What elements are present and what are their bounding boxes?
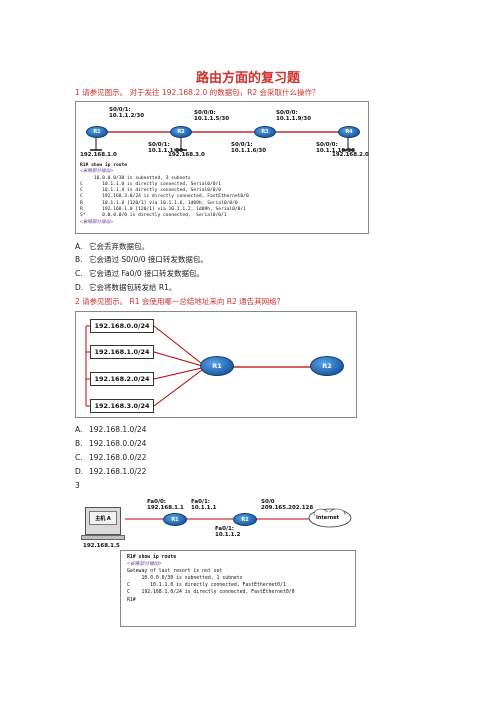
- q1-lan-label: 192.168.1.0: [80, 152, 117, 158]
- q3-topology-lines: [125, 518, 311, 520]
- q2-router-r1: R1: [200, 356, 234, 376]
- terminal-line: <省略部分输出>: [80, 169, 114, 175]
- page-title: 路由方面的复习题: [195, 71, 300, 86]
- q1-link-label: S0/0/1:10.1.1.2/30: [109, 107, 145, 119]
- q1-link-label: S0/0/1:10.1.1.6/30: [231, 142, 267, 154]
- q2-network-box: 192.168.1.0/24: [90, 345, 154, 359]
- internet-label: Internet: [316, 515, 340, 521]
- host-a-label: 主机 A: [89, 511, 117, 525]
- terminal-line: R1# show ip route: [80, 163, 128, 168]
- q3-router-r1: R1: [163, 513, 187, 526]
- question-2-figure: 192.168.0.0/24 192.168.1.0/24 192.168.2.…: [75, 311, 357, 418]
- question-1-text: 1 请参见图示。 对于发往 192.168.2.0 的数据包，R2 会采取什么操…: [75, 88, 320, 97]
- question-3-figure: 主机 A 192.168.1.5 R1 R2 Fa0/0:192.168.1.1…: [75, 495, 365, 640]
- host-ip-label: 192.168.1.5: [83, 543, 120, 549]
- cloud-icon: [308, 508, 352, 528]
- q1-terminal-output: R1# show ip route<省略部分输出> 10.0.0.0/30 is…: [80, 163, 249, 226]
- terminal-line: C 10.1.1.0 is directly connected, FastEt…: [127, 583, 286, 589]
- q3-terminal-panel: R1# show ip route <省略部分输出>Gateway of last…: [120, 550, 356, 627]
- q3-terminal-output: R1# show ip route <省略部分输出>Gateway of last…: [127, 554, 295, 604]
- keyboard-icon: [81, 535, 125, 540]
- terminal-line: <省略部分输出>: [80, 219, 114, 225]
- q2-network-box: 192.168.3.0/24: [90, 399, 154, 413]
- q2-network-box: 192.168.0.0/24: [90, 319, 154, 333]
- q2-option-d: D.192.168.1.0/22: [75, 467, 147, 476]
- q3-label-r2-fa: Fa0/1:10.1.1.1: [191, 499, 217, 511]
- q2-option-b: B.192.168.0.0/24: [75, 439, 147, 448]
- terminal-line: R 10.1.1.8 [120/1] via 10.1.1.6, 1d09h, …: [80, 200, 238, 206]
- q1-link-label: S0/0/0:10.1.1.9/30: [276, 110, 312, 122]
- terminal-line: 10.0.0.0/30 is subnetted, 1 subnets: [127, 576, 243, 582]
- terminal-line: C 192.168.1.0/24 is directly connected, …: [127, 590, 295, 596]
- q2-option-a: A.192.168.1.0/24: [75, 425, 147, 434]
- q1-option-c: C.它会通过 Fa0/0 接口转发数据包。: [75, 269, 205, 278]
- q1-link-label: S0/0/1:10.1.1.1/30: [148, 142, 184, 154]
- terminal-line: C 192.168.3.0/24 is directly connected, …: [80, 194, 249, 200]
- q1-router-r3: R3: [254, 126, 276, 138]
- computer-icon: 主机 A: [85, 507, 121, 535]
- q1-topology-lines: [90, 131, 354, 151]
- terminal-line: 10.0.0.0/30 is subnetted, 3 subnets: [80, 175, 191, 181]
- q2-option-c: C.192.168.0.0/22: [75, 453, 147, 462]
- question-1-figure: R1 R2 R3 R4 S0/0/1:10.1.1.2/30 S0/0/1:10…: [75, 101, 369, 234]
- q1-router-r4: R4: [338, 126, 360, 138]
- q1-link-label: S0/0/0:10.1.1.10/30: [316, 142, 355, 154]
- terminal-line: C 10.1.1.4 is directly connected, Serial…: [80, 188, 222, 194]
- q1-lan-label: 192.168.2.0: [332, 152, 369, 158]
- q1-lan-label: 192.168.3.0: [168, 152, 205, 158]
- q1-router-r2: R2: [170, 126, 192, 138]
- q1-router-r1: R1: [86, 126, 108, 138]
- terminal-line: S* 0.0.0.0/0 is directly connected, Seri…: [80, 213, 227, 219]
- terminal-line: C 10.1.1.0 is directly connected, Serial…: [80, 181, 222, 187]
- q1-link-label: S0/0/0:10.1.1.5/30: [194, 110, 230, 122]
- question-2-text: 2 请参见图示。 R1 会使用哪一总结地址来向 R2 通告其网络？: [75, 297, 285, 306]
- q3-router-r2: R2: [233, 513, 257, 526]
- terminal-line: Gateway of last resort is not set: [127, 569, 223, 575]
- q3-label-mid-fa: Fa0/1:10.1.1.2: [215, 526, 241, 538]
- q1-option-d: D.它会将数据包转发给 R1。: [75, 283, 177, 292]
- terminal-line: <省略部分输出>: [127, 562, 162, 568]
- q1-option-a: A.它会丢弃数据包。: [75, 242, 149, 251]
- q3-label-r1-fa: Fa0/0:192.168.1.1: [147, 499, 184, 511]
- terminal-line: R1# show ip route: [127, 555, 177, 560]
- q2-router-r2: R2: [310, 356, 344, 376]
- q2-network-box: 192.168.2.0/24: [90, 372, 154, 386]
- q1-option-b: B.它会通过 S0/0/0 接口转发数据包。: [75, 255, 208, 264]
- terminal-line: R 192.168.1.0 [120/1] via 10.1.1.2, 1d09…: [80, 207, 246, 213]
- question-3-number: 3: [75, 481, 80, 490]
- terminal-line: R1#: [127, 597, 136, 603]
